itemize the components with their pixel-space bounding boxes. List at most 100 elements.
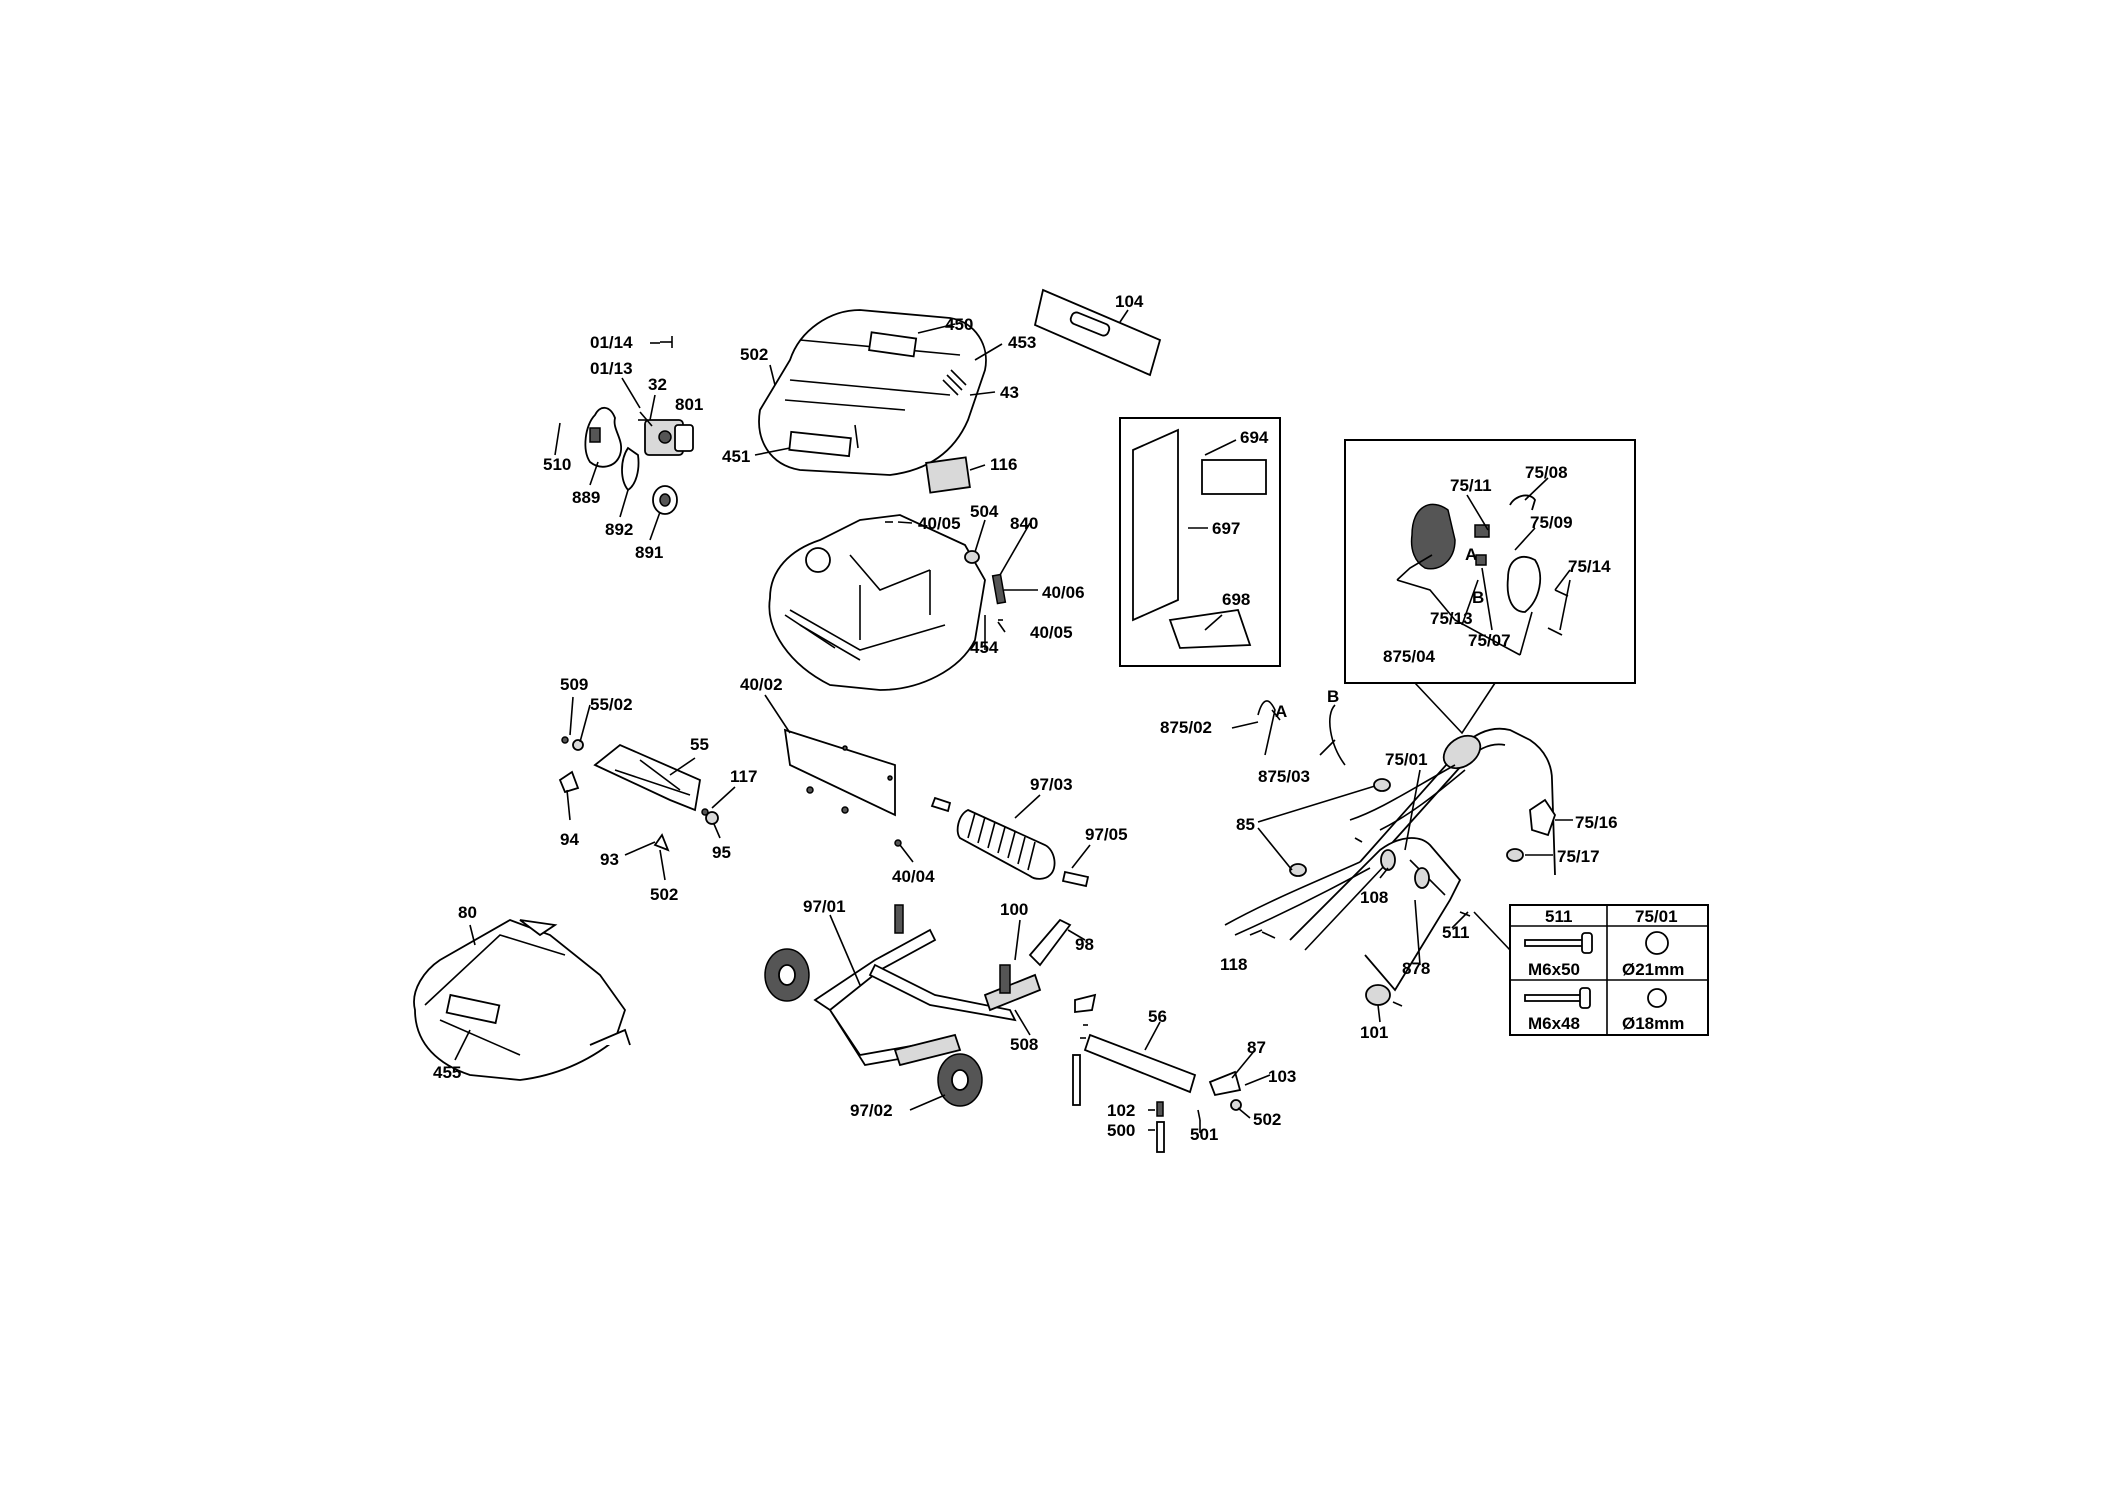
switch-detail-frame [1344, 439, 1636, 684]
label-98: 98 [1075, 935, 1094, 954]
label-75-17: 75/17 [1557, 847, 1600, 866]
label-875-04: 875/04 [1383, 647, 1436, 666]
label-104: 104 [1115, 292, 1144, 311]
table-leader [1473, 911, 1511, 951]
label-75-01: 75/01 [1385, 750, 1428, 769]
part-bolts [1072, 1024, 1165, 1153]
leader-lines [454, 309, 1573, 1133]
label-892: 892 [605, 520, 633, 539]
label-510: 510 [543, 455, 571, 474]
label-85: 85 [1236, 815, 1255, 834]
part-108-clip-a [1380, 849, 1396, 871]
label-43: 43 [1000, 383, 1019, 402]
table-row2-screw: M6x48 [1528, 1014, 1580, 1033]
label-40-05-a: 40/05 [918, 514, 961, 533]
label-a-switch: A [1465, 545, 1477, 564]
label-80: 80 [458, 903, 477, 922]
label-116: 116 [990, 455, 1017, 474]
part-108-clip-b [1414, 867, 1430, 889]
label-55-02: 55/02 [590, 695, 633, 714]
part-85-knob-b [1289, 863, 1307, 877]
part-97-01-wheel-left [764, 948, 810, 1002]
label-97-02: 97/02 [850, 1101, 893, 1120]
label-95: 95 [712, 843, 731, 862]
label-108: 108 [1360, 888, 1388, 907]
label-698: 698 [1222, 590, 1250, 609]
label-697: 697 [1212, 519, 1240, 538]
part-875-03-cable [1329, 704, 1346, 766]
label-97-05: 97/05 [1085, 825, 1128, 844]
label-b-cable: B [1327, 687, 1339, 706]
part-labels: 104 450 453 43 502 451 116 01/14 01/13 3… [433, 292, 1618, 1144]
label-56: 56 [1148, 1007, 1167, 1026]
label-694: 694 [1240, 428, 1269, 447]
label-93: 93 [600, 850, 619, 869]
table-header-75-01: 75/01 [1635, 907, 1678, 926]
label-453: 453 [1008, 333, 1036, 352]
part-95-nut [705, 811, 719, 825]
part-98-lever [1028, 918, 1072, 967]
part-80-grass-box [413, 919, 631, 1081]
part-504-grommet [964, 550, 980, 564]
label-502: 502 [740, 345, 768, 364]
part-55-02-washer [572, 739, 584, 751]
label-75-08: 75/08 [1525, 463, 1568, 482]
part-75-16-clamp [1529, 798, 1556, 837]
label-75-11: 75/11 [1450, 476, 1492, 495]
part-spring-upper [894, 904, 904, 934]
part-85-knob-a [1373, 778, 1391, 792]
part-104-panel [1033, 288, 1162, 377]
table-row1-screw: M6x50 [1528, 960, 1580, 979]
label-454: 454 [970, 638, 999, 657]
label-40-04: 40/04 [892, 867, 935, 886]
part-454-deck [768, 514, 986, 691]
label-94: 94 [560, 830, 579, 849]
label-889: 889 [572, 488, 600, 507]
label-878: 878 [1402, 959, 1430, 978]
part-697-manual [1132, 428, 1179, 622]
label-40-02: 40/02 [740, 675, 783, 694]
part-87-bracket [1208, 1070, 1242, 1097]
label-87: 87 [1247, 1038, 1266, 1057]
label-01-14: 01/14 [590, 333, 633, 352]
label-103: 103 [1268, 1067, 1296, 1086]
part-698-card [1168, 609, 1252, 649]
part-801-motor [644, 419, 694, 456]
part-117-screw [701, 808, 709, 816]
label-75-13: 75/13 [1430, 609, 1473, 628]
label-55: 55 [690, 735, 709, 754]
label-75-14: 75/14 [1568, 557, 1611, 576]
label-40-06: 40/06 [1042, 583, 1085, 602]
label-509: 509 [560, 675, 588, 694]
label-117: 117 [730, 767, 757, 786]
label-b-switch: B [1472, 588, 1484, 607]
part-840-spring [991, 573, 1007, 605]
part-875-02-cable [1257, 700, 1276, 756]
label-504: 504 [970, 502, 999, 521]
part-97-05-bolt-b [1061, 870, 1090, 888]
label-891: 891 [635, 543, 663, 562]
part-40-02-cover [783, 728, 896, 817]
label-500: 500 [1107, 1121, 1135, 1140]
manual-frame [1119, 417, 1281, 667]
label-100: 100 [1000, 900, 1028, 919]
label-502-c: 502 [1253, 1110, 1281, 1129]
fastener-table [1509, 904, 1709, 1036]
label-75-07: 75/07 [1468, 631, 1511, 650]
label-75-16: 75/16 [1575, 813, 1618, 832]
switch-callout [1414, 682, 1496, 735]
label-01-13: 01/13 [590, 359, 633, 378]
label-502-b: 502 [650, 885, 678, 904]
label-97-03: 97/03 [1030, 775, 1073, 794]
table-row2-diameter: Ø18mm [1622, 1014, 1684, 1033]
part-97-02-wheel-right [937, 1053, 983, 1107]
part-100-spring [999, 964, 1011, 994]
label-451: 451 [722, 447, 750, 466]
part-694-label [1201, 459, 1267, 495]
label-801: 801 [675, 395, 703, 414]
part-56-bar [1083, 1033, 1197, 1094]
label-75-09: 75/09 [1530, 513, 1573, 532]
part-bracket-a [1074, 993, 1097, 1014]
part-97-03-roller [956, 809, 1056, 880]
